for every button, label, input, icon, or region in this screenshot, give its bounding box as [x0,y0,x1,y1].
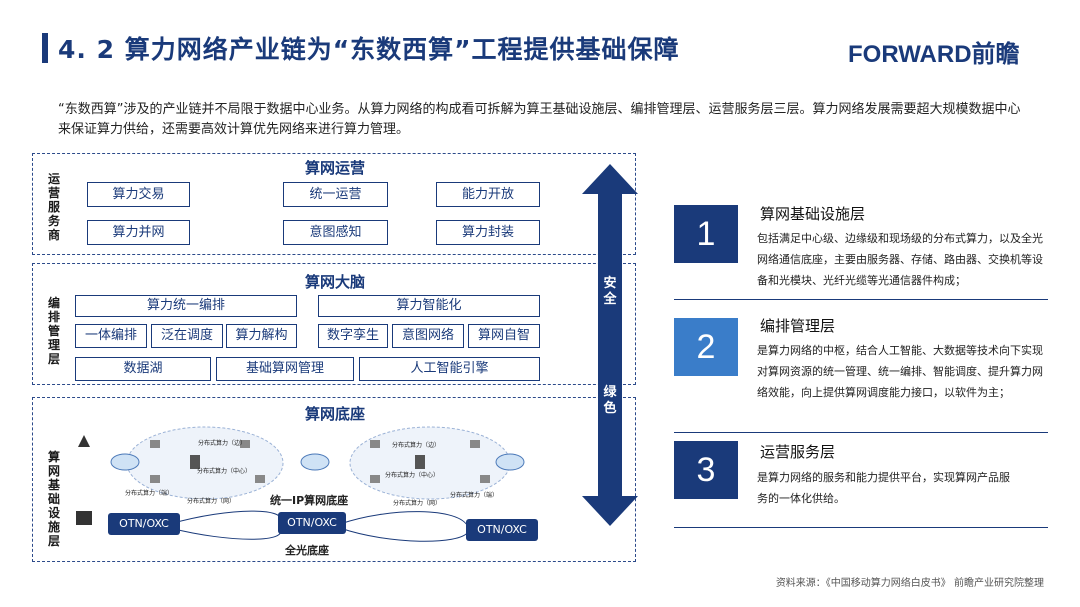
layer-number-badge: 1 [674,205,738,263]
layer-number-badge: 2 [674,318,738,376]
brain-box: 数字孪生 [318,324,388,348]
compute-label: 分布式算力（端） [125,490,174,497]
layer-title: 算网基础设施层 [760,205,866,223]
arrow-label-security: 安全 [603,276,617,307]
brain-box: 算网自智 [468,324,540,348]
ops-panel-title: 算网运营 [304,159,365,177]
layer-title: 运营服务层 [760,443,836,461]
compute-label: 分布式算力（中心） [385,472,440,479]
ops-box: 算力交易 [87,182,190,207]
brain-box: 算力智能化 [318,295,540,317]
page-title: 4. 2 算力网络产业链为“东数西算”工程提供基础保障 [58,35,680,64]
brain-box: 基础算网管理 [216,357,354,381]
otn-node: OTN/OXC [108,513,180,535]
compute-label: 分布式算力（网） [187,498,236,505]
compute-label: 分布式算力（端） [450,492,499,499]
brain-box: 泛在调度 [151,324,223,348]
divider [674,527,1048,528]
ops-box: 算力封装 [436,220,540,245]
arrow-label-green: 绿色 [603,385,617,416]
ops-side-label: 运营服务商 [47,172,60,242]
ip-base-label: 统一IP算网底座 [270,494,349,507]
layer-desc: 包括满足中心级、边缘级和现场级的分布式算力，以及全光网络通信底座，主要由服务器、… [757,232,1043,287]
double-arrow [582,164,638,526]
ops-box: 统一运营 [283,182,388,207]
compute-label: 分布式算力（边） [392,442,441,449]
layer-title: 编排管理层 [760,317,836,335]
brain-box: 一体编排 [75,324,147,348]
brand-logo: FORWARD前瞻 [848,41,1020,68]
layer-desc: 是算力网络的服务和能力提供平台，实现算网产品服务的一体化供给。 [757,471,1010,505]
base-panel-title: 算网底座 [304,405,365,423]
layer-number-badge: 3 [674,441,738,499]
ops-box: 算力并网 [87,220,190,245]
divider [674,432,1048,433]
divider [674,299,1048,300]
layer-desc: 是算力网络的中枢，结合人工智能、大数据等技术向下实现对算网资源的统一管理、统一编… [757,344,1043,399]
otn-node: OTN/OXC [466,519,538,541]
brain-side-label: 编排管理层 [47,296,60,366]
otn-node: OTN/OXC [278,512,346,534]
ops-box: 意图感知 [283,220,388,245]
compute-label: 分布式算力（边） [198,440,247,447]
base-side-label: 算网基础设施层 [47,450,60,548]
optical-base-label: 全光底座 [285,544,329,557]
ops-box: 能力开放 [436,182,540,207]
ops-panel [32,153,636,255]
brain-box: 人工智能引擎 [359,357,540,381]
brain-box: 数据湖 [75,357,211,381]
title-accent-bar [42,33,48,63]
intro-paragraph: “东数西算”涉及的产业链并不局限于数据中心业务。从算力网络的构成看可拆解为算王基… [58,102,1021,137]
brain-panel [32,263,636,385]
brain-box: 意图网络 [392,324,464,348]
compute-label: 分布式算力（网） [393,500,442,507]
compute-label: 分布式算力（中心） [197,468,252,475]
source-note: 资料来源：《中国移动算力网络白皮书》 前瞻产业研究院整理 [775,578,1044,589]
network-illustration [76,426,525,542]
brain-box: 算力统一编排 [75,295,297,317]
base-panel [32,397,636,562]
brain-box: 算力解构 [226,324,297,348]
brain-panel-title: 算网大脑 [304,273,365,291]
